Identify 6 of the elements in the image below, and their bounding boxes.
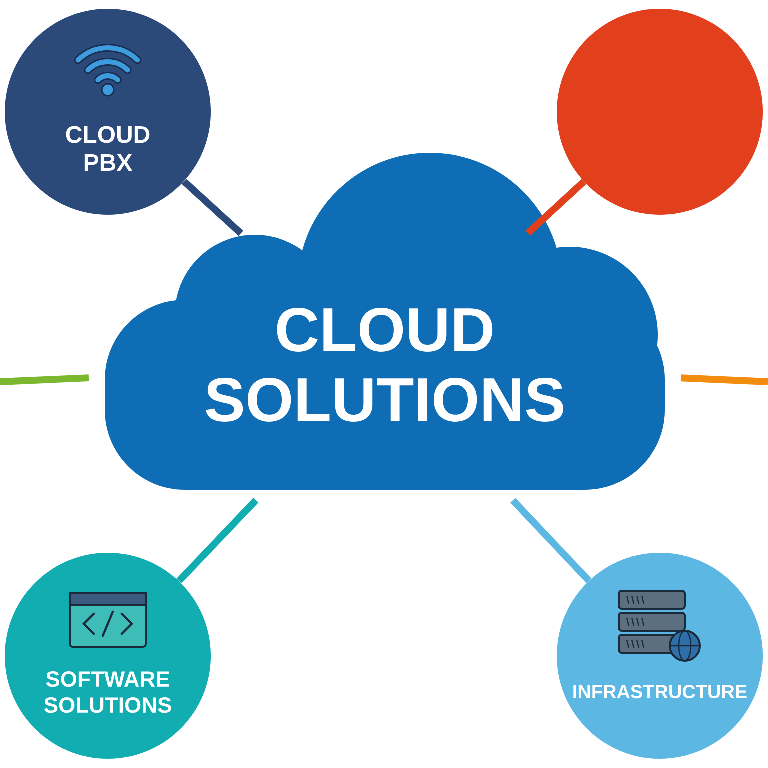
connector-line xyxy=(680,374,768,386)
connector-line xyxy=(510,498,592,584)
connector-line xyxy=(176,498,259,584)
connector-line xyxy=(182,179,244,236)
connector-line xyxy=(0,374,90,386)
service-circle xyxy=(557,9,763,215)
